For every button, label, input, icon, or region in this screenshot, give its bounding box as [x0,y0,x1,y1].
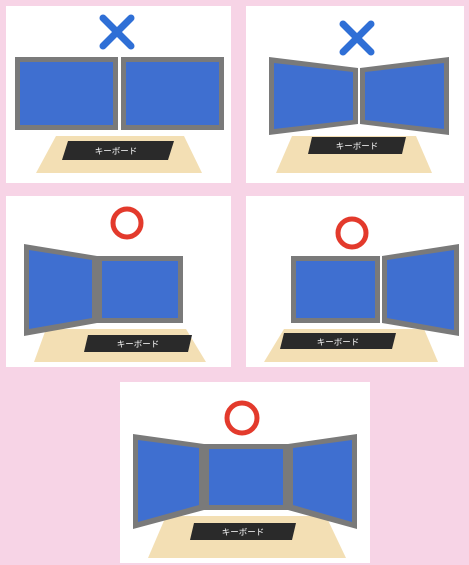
circle-mark-icon [113,209,141,237]
main-monitor [291,256,380,323]
cross-mark-icon [343,24,371,52]
left-monitor [15,57,118,130]
main-monitor [97,256,183,323]
panel-outward-angled-monitors: キーボード [246,6,464,183]
panel-left-angled-monitor: キーボード [6,196,231,367]
circle-mark-icon [338,219,366,247]
right-monitor [360,57,449,135]
keyboard-label: キーボード [95,147,138,157]
left-monitor [269,57,358,135]
left-monitor [24,244,97,336]
right-monitor [382,244,459,336]
panel-right-angled-monitor: キーボード [246,196,464,367]
keyboard-label: キーボード [336,142,379,152]
cross-mark-icon [103,18,131,46]
panel-flat-two-monitors: キーボード [6,6,231,183]
keyboard-label: キーボード [117,340,160,350]
circle-mark-icon [227,403,257,433]
keyboard-label: キーボード [317,338,360,348]
right-monitor [121,57,224,130]
keyboard-label: キーボード [222,528,265,538]
center-monitor [204,444,288,510]
left-monitor [133,434,204,529]
right-monitor [288,434,357,529]
panel-three-monitors-wrapped: キーボード [120,382,370,563]
